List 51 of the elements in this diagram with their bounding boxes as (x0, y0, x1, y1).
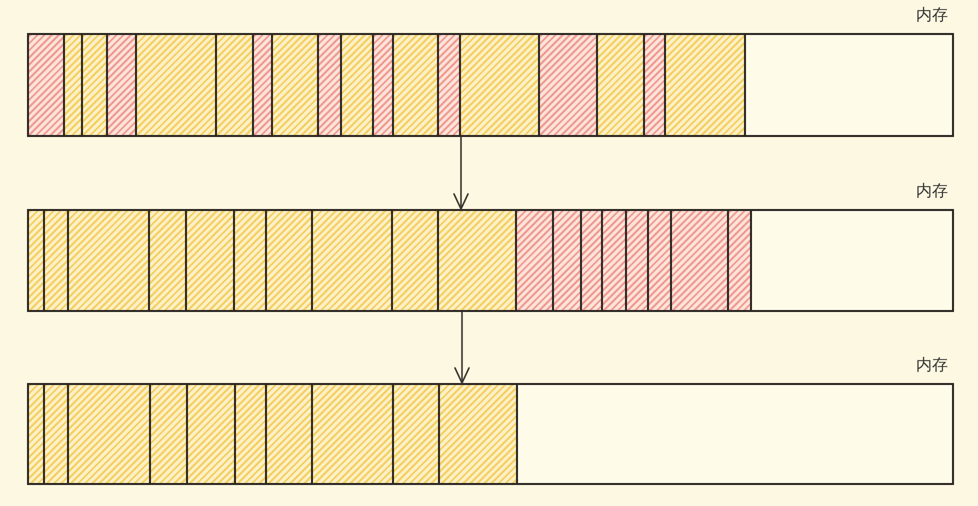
memory-block (267, 385, 313, 483)
memory-block (151, 385, 188, 483)
memory-block (313, 211, 393, 310)
memory-block (69, 385, 151, 483)
memory-block (461, 35, 540, 135)
memory-block (235, 211, 267, 310)
memory-label: 内存 (916, 5, 948, 25)
memory-block (137, 35, 217, 135)
memory-block (108, 35, 137, 135)
memory-block (540, 35, 598, 135)
arrow (454, 312, 470, 384)
memory-block (394, 385, 440, 483)
memory-block (598, 35, 645, 135)
memory-block (374, 35, 394, 135)
memory-block (439, 211, 517, 310)
memory-block (342, 35, 374, 135)
memory-block (188, 385, 236, 483)
memory-block (394, 35, 439, 135)
memory-block (582, 211, 603, 310)
memory-block (45, 211, 69, 310)
memory-block (666, 35, 746, 135)
memory-block (439, 35, 461, 135)
memory-block (554, 211, 582, 310)
memory-block (645, 35, 666, 135)
arrow (453, 137, 469, 210)
memory-block (150, 211, 187, 310)
memory-block (69, 211, 150, 310)
memory-block (319, 35, 342, 135)
memory-label: 内存 (916, 181, 948, 201)
memory-block (729, 211, 752, 310)
memory-block (517, 211, 554, 310)
memory-block (672, 211, 729, 310)
memory-block (313, 385, 394, 483)
memory-block (603, 211, 627, 310)
memory-block (649, 211, 672, 310)
memory-block (440, 385, 518, 483)
memory-block (83, 35, 108, 135)
memory-block (187, 211, 235, 310)
memory-block (267, 211, 313, 310)
memory-block (393, 211, 439, 310)
memory-block (217, 35, 254, 135)
memory-block (627, 211, 649, 310)
memory-block (29, 211, 45, 310)
memory-block (236, 385, 267, 483)
memory-block (254, 35, 273, 135)
memory-block (29, 385, 45, 483)
memory-block (45, 385, 69, 483)
memory-label: 内存 (916, 355, 948, 375)
memory-block (273, 35, 319, 135)
memory-block (65, 35, 83, 135)
memory-block (29, 35, 65, 135)
